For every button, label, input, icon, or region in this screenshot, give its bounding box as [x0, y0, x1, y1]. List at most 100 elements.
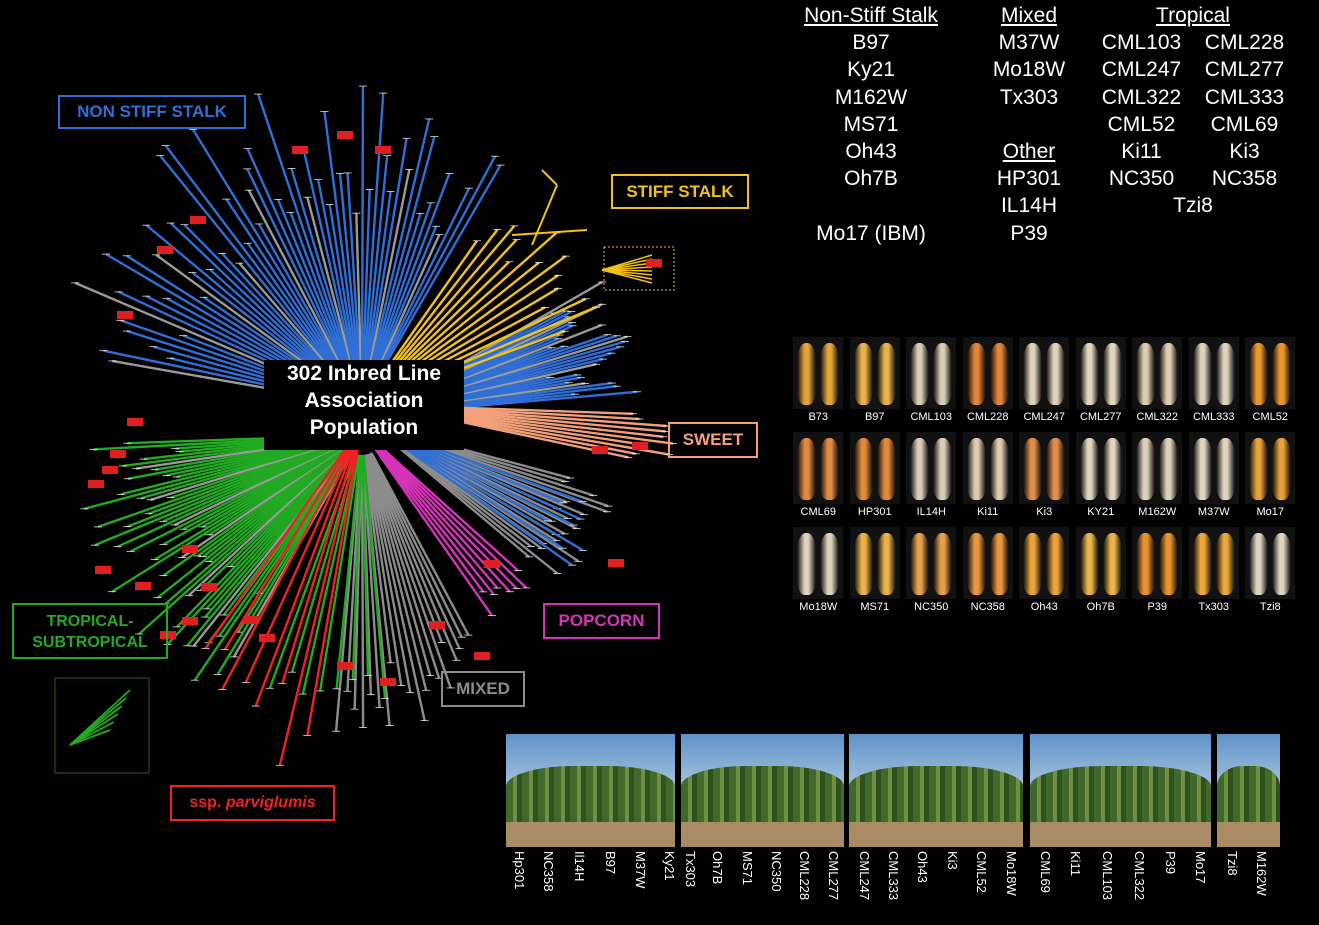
- parviglumis-label: ssp. parviglumis: [170, 785, 335, 821]
- list-item: Oh7B: [844, 167, 898, 191]
- tree-branch: [365, 118, 431, 386]
- ear-sample: CML247: [1016, 335, 1073, 430]
- ear-photo: [962, 337, 1013, 409]
- highlighted-line-marker: [135, 582, 151, 590]
- highlighted-line-marker: [380, 678, 396, 686]
- tree-branch: [367, 453, 452, 689]
- corn-ear: [989, 438, 1009, 500]
- field-line-label: CML52: [974, 851, 989, 893]
- list-item: CML52: [1107, 112, 1176, 136]
- corn-ear: [1136, 533, 1155, 595]
- ear-photo: [962, 527, 1013, 599]
- tree-branch: [204, 440, 352, 650]
- tree-branch: [221, 442, 354, 690]
- corn-ear: [1159, 343, 1178, 405]
- field-line-label: P39: [1163, 851, 1178, 875]
- tree-branch: [164, 144, 351, 390]
- non-stiff-lines: B97 Ky21 M162W MS71 Oh43 Oh7B Mo17 (IBM): [790, 29, 952, 247]
- highlighted-line-marker: [88, 480, 104, 488]
- field-line-label: M37W: [633, 851, 648, 889]
- tropical-lines: CML103 CML228 CML247 CML277 CML322 CML33…: [1090, 29, 1296, 192]
- ear-label: NC350: [914, 601, 949, 613]
- highlighted-line-marker: [117, 311, 133, 319]
- field-line-label: Ki11: [1068, 851, 1083, 877]
- tree-branch: [244, 442, 355, 683]
- ear-photo: [1019, 432, 1069, 504]
- tree-branch: [369, 452, 463, 638]
- highlighted-line-marker: [190, 216, 206, 224]
- tree-branch: [367, 172, 451, 387]
- tropical-heading: Tropical: [1156, 4, 1230, 27]
- list-item: B97: [852, 31, 890, 55]
- field-line-label: Mo17: [1193, 851, 1208, 884]
- tree-branch: [370, 164, 502, 389]
- field-photo: [1217, 734, 1280, 847]
- tree-branch: [138, 447, 348, 635]
- ear-label: CML322: [1136, 411, 1179, 423]
- corn-ear: [1249, 438, 1268, 500]
- ear-photo: [793, 527, 843, 599]
- field-photo: [1030, 734, 1211, 847]
- non-stiff-heading: Non-Stiff Stalk: [804, 4, 938, 27]
- ear-sample: P39: [1129, 525, 1186, 620]
- tree-branch: [278, 444, 359, 766]
- tree-branch: [193, 450, 352, 681]
- highlighted-line-marker: [337, 662, 353, 670]
- ear-label: CML103: [910, 411, 953, 423]
- highlighted-line-marker: [95, 566, 111, 574]
- list-item: CML247: [1101, 58, 1182, 82]
- tree-branch: [361, 189, 371, 386]
- corn-ear: [1215, 343, 1235, 405]
- ear-label: CML247: [1023, 411, 1066, 423]
- tree-branch: [166, 448, 350, 646]
- field-photo: [849, 734, 1023, 847]
- highlighted-line-marker: [337, 131, 353, 139]
- corn-ear: [1215, 533, 1235, 595]
- field-line-label: Oh7B: [710, 851, 725, 885]
- tree-branch: [368, 225, 438, 387]
- ear-sample: NC358: [960, 525, 1017, 620]
- mixed-column: Mixed M37W Mo18W Tx303 Other HP301 IL14H…: [978, 2, 1080, 247]
- list-item: Tx303: [999, 85, 1059, 109]
- highlighted-line-marker: [632, 442, 648, 450]
- tree-branch: [373, 444, 495, 596]
- ear-sample: NC350: [903, 525, 960, 620]
- corn-ear: [989, 533, 1009, 595]
- ear-label: P39: [1147, 601, 1168, 613]
- tree-branch: [386, 436, 530, 558]
- highlighted-line-marker: [182, 617, 198, 625]
- corn-ear: [1136, 438, 1155, 500]
- ear-sample: MS71: [847, 525, 904, 620]
- tree-branch: [361, 454, 370, 676]
- tree-branch: [387, 435, 573, 567]
- highlighted-line-marker: [646, 259, 662, 267]
- ear-label: NC358: [970, 601, 1005, 613]
- corn-ear: [853, 343, 873, 405]
- corn-ear: [1159, 533, 1178, 595]
- list-item: NC358: [1211, 167, 1278, 191]
- list-item: NC350: [1108, 167, 1175, 191]
- field-line-label: CML322: [1132, 851, 1147, 901]
- tree-branch: [254, 443, 357, 707]
- highlighted-line-marker: [160, 631, 176, 639]
- tropical-column: Tropical CML103 CML228 CML247 CML277 CML…: [1090, 2, 1296, 220]
- tree-branch: [372, 445, 493, 617]
- corn-ear: [876, 533, 896, 595]
- ear-label: M162W: [1138, 506, 1177, 518]
- list-item: Ki3: [1229, 139, 1260, 163]
- corn-ear: [820, 533, 839, 595]
- ear-label: CML228: [966, 411, 1009, 423]
- tree-branch: [364, 454, 412, 693]
- field-line-label: NC350: [769, 851, 784, 892]
- ear-photo: [1245, 432, 1295, 504]
- tree-branch: [302, 149, 359, 386]
- corn-ear: [1102, 438, 1122, 500]
- corn-ear: [1079, 533, 1099, 595]
- corn-ear: [966, 533, 986, 595]
- highlighted-line-marker: [127, 418, 143, 426]
- corn-ear: [1046, 533, 1065, 595]
- ear-label: KY21: [1087, 506, 1115, 518]
- mixed-heading: Mixed: [1000, 4, 1058, 27]
- ear-sample: IL14H: [903, 430, 960, 525]
